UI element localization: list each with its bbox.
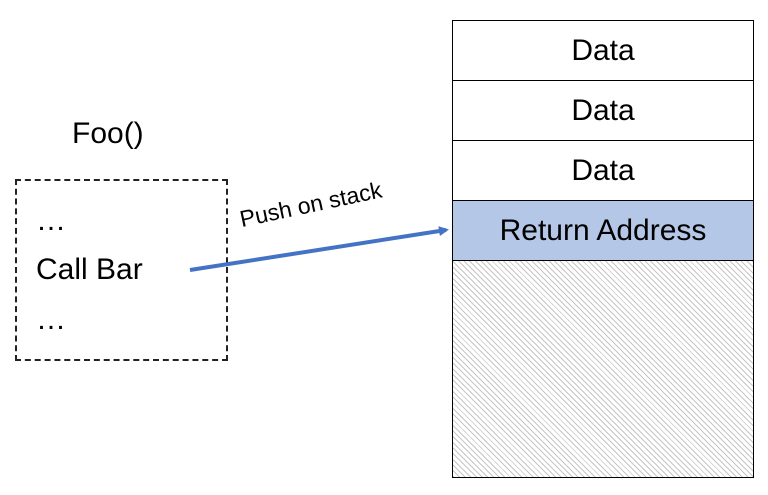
stack-frame-data: Data	[453, 81, 753, 141]
code-line-ellipsis-top: …	[36, 204, 66, 237]
function-title: Foo()	[72, 117, 144, 150]
code-line-ellipsis-bottom: …	[36, 303, 66, 336]
call-stack: Data Data Data Return Address	[452, 20, 754, 478]
caller-code-box: … Call Bar …	[15, 179, 228, 361]
push-arrow-label: Push on stack	[237, 176, 385, 233]
stack-frame-data: Data	[453, 21, 753, 81]
code-line-call-bar: Call Bar	[36, 253, 143, 286]
stack-free-space	[453, 261, 753, 477]
push-arrow-line	[189, 226, 449, 272]
stack-frame-return-address: Return Address	[453, 201, 753, 261]
stack-frame-data: Data	[453, 141, 753, 201]
